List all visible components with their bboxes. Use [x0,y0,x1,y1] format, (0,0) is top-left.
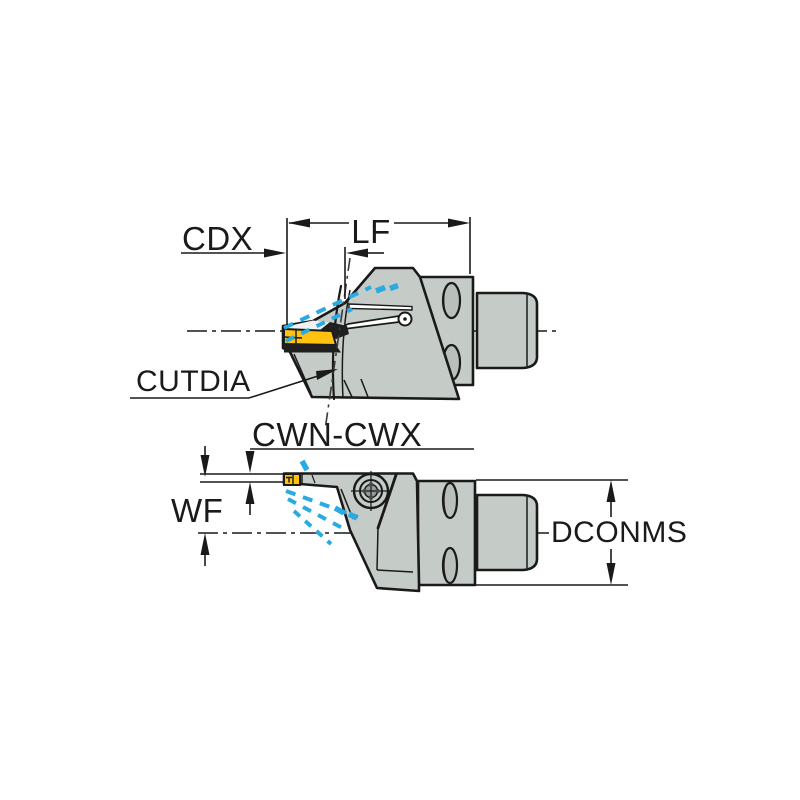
dim-dconms: DCONMS [476,479,687,586]
cwn-cwx-label: CWN-CWX [252,416,422,453]
lf-label: LF [351,213,391,250]
dim-cwn-cwx: CWN-CWX [245,416,474,515]
bottom-cutting-insert [283,473,301,486]
bottom-view: WF DCONMS [171,446,687,593]
dim-cdx: CDX [181,218,384,325]
bottom-coupling-flange [416,479,477,587]
dim-lf: LF [288,213,471,274]
wf-label: WF [171,492,223,529]
clamp-nose [320,322,349,339]
cdx-label: CDX [182,220,253,257]
cutdia-label: CUTDIA [136,365,251,398]
top-shank [475,291,539,370]
flange-slot [441,481,459,520]
top-cutting-insert [283,327,341,353]
dim-wf: WF [171,446,223,566]
dconms-label: DCONMS [551,516,687,549]
top-motion-rays [283,282,399,343]
edge-extension-lines [200,473,283,483]
bottom-shank [475,493,539,572]
bottom-tool-head [282,471,421,593]
clamp-screw-icon [351,471,391,511]
flange-slot [441,546,459,585]
insert-axis-line [324,257,351,431]
label-cutdia: CUTDIA [130,365,338,399]
top-view: CDX LF CUTDIA [130,213,558,431]
top-tool-head [281,266,461,401]
blade-slot [348,303,413,311]
clamp-lever [335,311,413,331]
bottom-motion-rays [285,459,359,546]
flange-slot [441,281,462,320]
